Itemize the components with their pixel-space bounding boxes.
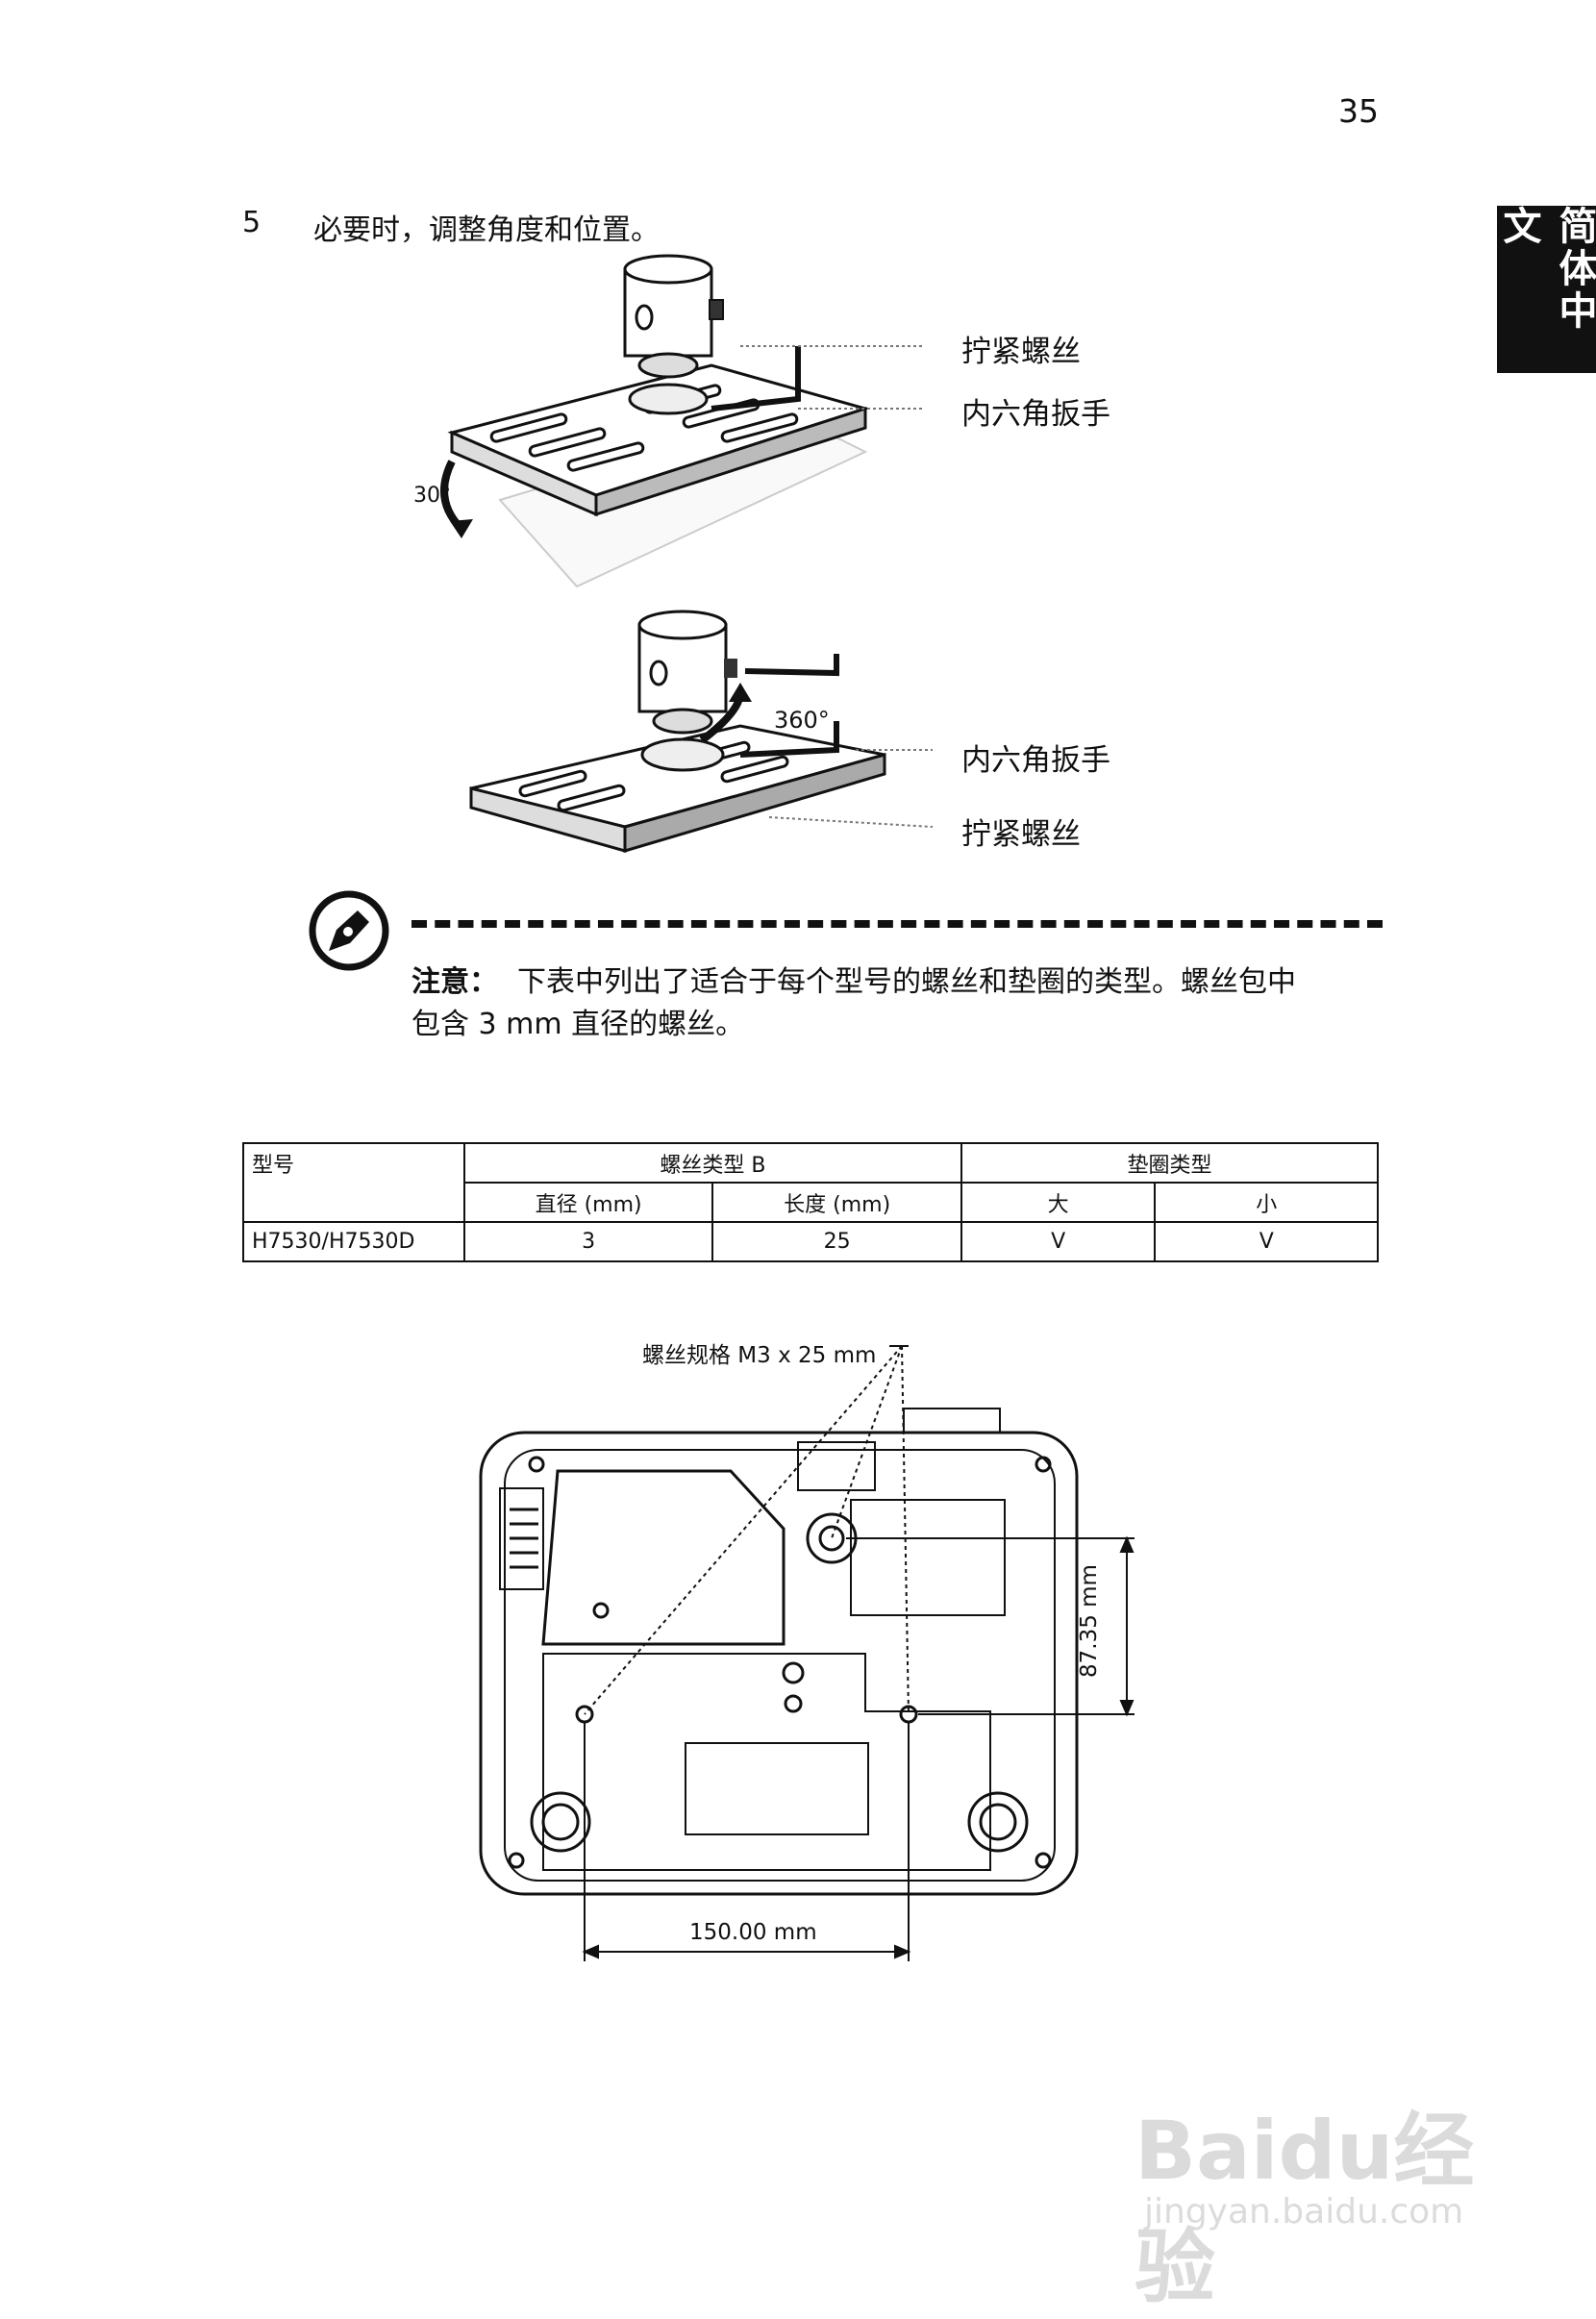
rotate-angle-label: 360° [774,707,830,734]
header-screw-type: 螺丝类型 B [464,1143,961,1183]
callout-hex-wrench-middle: 内六角扳手 [961,736,1110,779]
note-pen-icon [308,889,390,972]
baidu-watermark: Baidu经验 jingyan.baidu.com [1125,2038,1509,2250]
note-text-line2: 包含 3 mm 直径的螺丝。 [411,1008,744,1041]
header-length: 长度 (mm) [712,1183,961,1222]
watermark-url: jingyan.baidu.com [1144,2192,1463,2232]
step-number: 5 [242,206,261,239]
page-number: 35 [1338,92,1379,130]
callout-tighten-screw-middle: 拧紧螺丝 [961,810,1081,853]
callout-hex-wrench-top: 内六角扳手 [961,389,1110,433]
note-body: 注意： 下表中列出了适合于每个型号的螺丝和垫圈的类型。螺丝包中 包含 3 mm 直… [411,961,1383,1046]
language-tab-label: 简体中文 [1491,206,1596,373]
table-row: H7530/H7530D 3 25 V V [243,1222,1378,1261]
screw-spec-table: 型号 螺丝类型 B 垫圈类型 直径 (mm) 长度 (mm) 大 小 H7530… [242,1142,1379,1262]
cell-model: H7530/H7530D [243,1222,464,1261]
screw-spec-label: 螺丝规格 M3 x 25 mm [642,1336,876,1369]
note-divider [411,920,1383,928]
tilt-angle-label: 30° [413,484,451,508]
rotate-adjust-illustration [452,606,933,865]
tilt-adjust-illustration [404,240,923,606]
header-large: 大 [961,1183,1156,1222]
callout-tighten-screw-top: 拧紧螺丝 [961,327,1081,370]
horizontal-dimension-label: 150.00 mm [689,1920,817,1945]
projector-bottom-diagram [0,1317,1596,1990]
cell-large: V [961,1222,1156,1261]
header-small: 小 [1155,1183,1378,1222]
header-diameter: 直径 (mm) [464,1183,713,1222]
note-label: 注意： [411,965,498,999]
header-model: 型号 [243,1143,464,1222]
cell-length: 25 [712,1222,961,1261]
language-tab: 简体中文 [1497,206,1596,373]
vertical-dimension-label: 87.35 mm [1077,1564,1102,1678]
note-text-line1: 下表中列出了适合于每个型号的螺丝和垫圈的类型。螺丝包中 [517,965,1296,999]
cell-small: V [1155,1222,1378,1261]
cell-diameter: 3 [464,1222,713,1261]
header-washer-type: 垫圈类型 [961,1143,1378,1183]
